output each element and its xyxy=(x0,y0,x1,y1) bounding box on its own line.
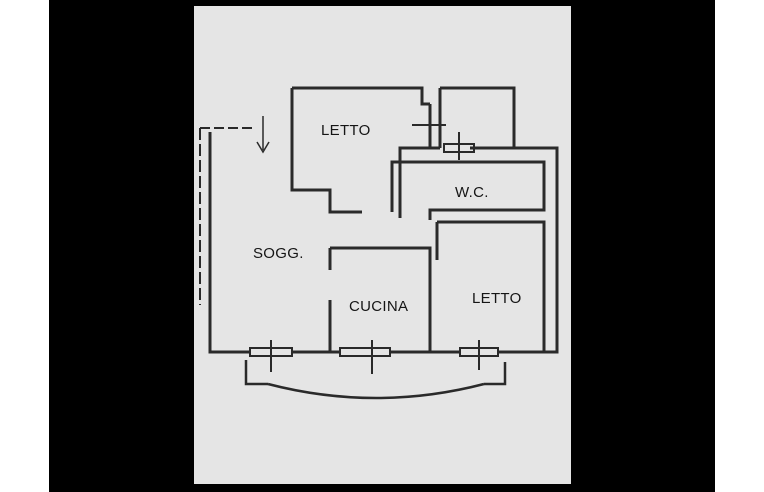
windows xyxy=(249,124,499,374)
room-label-wc: W.C. xyxy=(455,184,489,201)
room-label-letto-2: LETTO xyxy=(472,290,522,307)
paper-sheet xyxy=(194,6,571,484)
room-label-cucina: CUCINA xyxy=(349,298,409,315)
room-label-letto-1: LETTO xyxy=(321,122,371,139)
walls xyxy=(199,86,559,354)
balcony xyxy=(244,360,507,400)
entrance-arrow-icon xyxy=(256,116,270,154)
room-label-soggiorno: SOGG. xyxy=(253,245,304,262)
